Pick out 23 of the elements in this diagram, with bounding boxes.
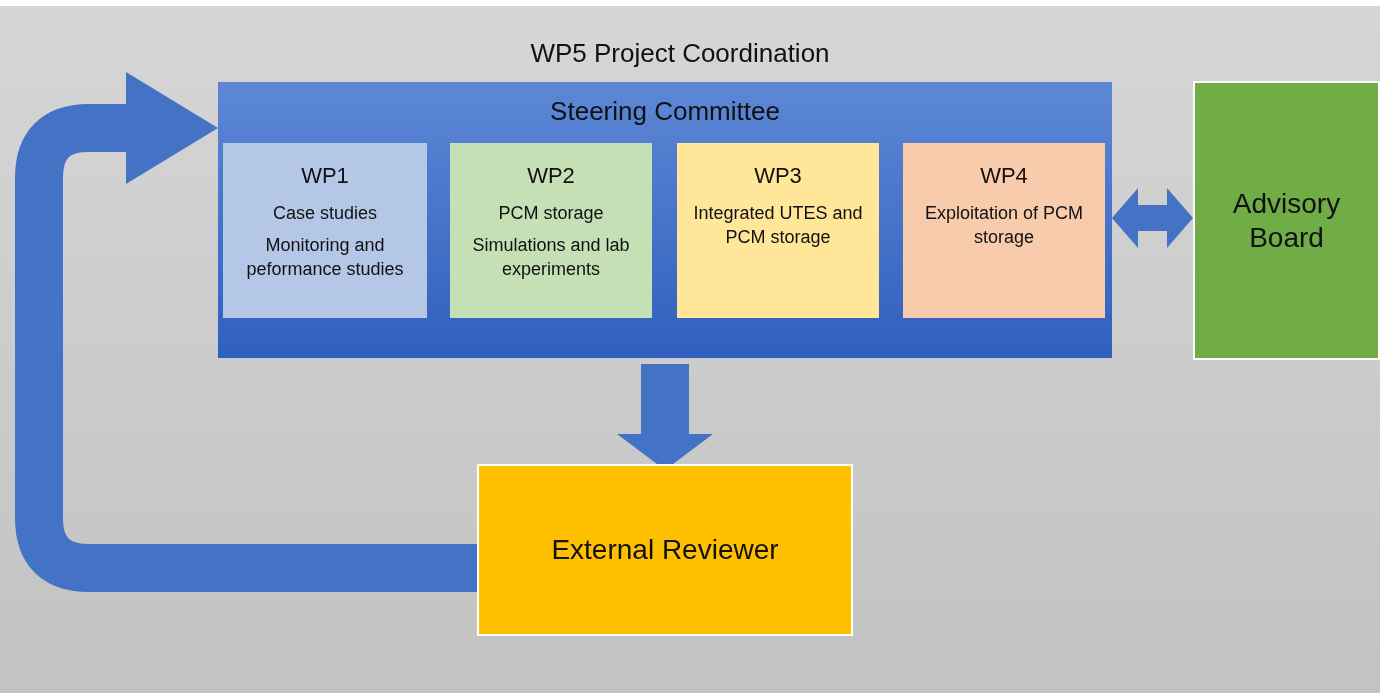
package-title: WP3 xyxy=(753,163,803,189)
package-title: WP1 xyxy=(300,163,350,189)
work-package-box xyxy=(450,143,652,318)
block-arrow xyxy=(1112,188,1193,248)
package-title: WP2 xyxy=(526,163,576,189)
work-package-box xyxy=(903,143,1105,318)
box-label: External Reviewer xyxy=(551,533,779,567)
package-title: WP4 xyxy=(979,163,1029,189)
steering-committee-panel xyxy=(218,82,1112,358)
external-reviewer-box xyxy=(477,464,853,636)
advisory-board-box xyxy=(1193,81,1380,360)
work-package-box xyxy=(223,143,427,318)
package-description: Exploitation of PCM storage xyxy=(923,202,1085,249)
package-description: PCM storage xyxy=(497,202,605,225)
package-description: Integrated UTES and PCM storage xyxy=(692,202,864,249)
diagram-title: WP5 Project Coordination xyxy=(529,38,831,69)
package-description: Case studies xyxy=(271,202,379,225)
package-description: Monitoring and peformance studies xyxy=(245,234,405,281)
package-description: Simulations and lab experiments xyxy=(471,234,631,281)
panel-heading: Steering Committee xyxy=(550,96,780,127)
box-label: Advisory Board xyxy=(1231,186,1342,255)
block-arrow xyxy=(15,72,477,592)
work-package-box xyxy=(677,143,879,318)
